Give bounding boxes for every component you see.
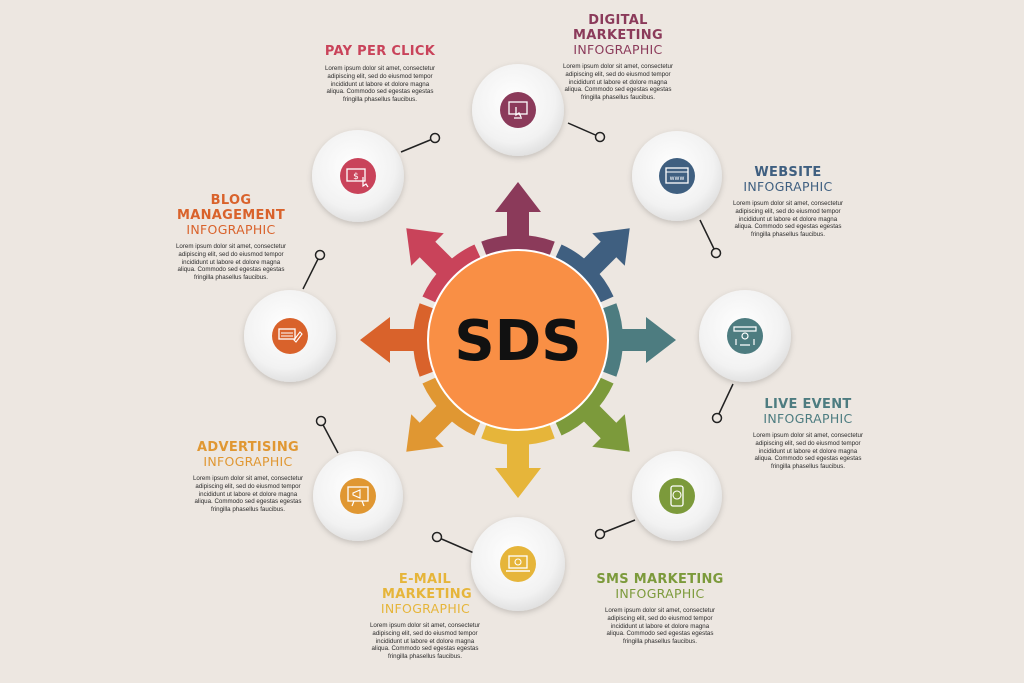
center-ring [412,235,623,445]
node-title: ADVERTISING [197,440,299,455]
connector-dot [711,412,723,424]
megaphone-board-icon [347,486,369,507]
label-email-marketing: E-MAIL MARKETING INFOGRAPHIC Lorem ipsum… [358,572,493,661]
node-blog-management [244,290,336,382]
arrow-advertising [406,402,456,452]
arrow-digital-marketing [495,182,541,240]
node-advertising [313,451,403,541]
arrow-email-marketing [495,440,541,498]
node-subtitle: INFOGRAPHIC [203,454,293,469]
center-circle [427,249,609,431]
connector-dot [429,132,441,144]
label-sms-marketing: SMS MARKETING INFOGRAPHIC Lorem ipsum do… [590,572,730,646]
node-icon-badge [500,546,536,582]
phone-message-icon [670,485,684,507]
ring-segment-advertising [422,377,481,436]
node-description: Lorem ipsum dolor sit amet, consectetur … [369,622,481,661]
email-laptop-icon [506,555,530,572]
label-advertising: ADVERTISING INFOGRAPHIC Lorem ipsum dolo… [178,440,318,514]
node-subtitle: INFOGRAPHIC [763,411,853,426]
blog-keyboard-icon [278,328,303,343]
arrow-sms-marketing [580,402,630,452]
node-description: Lorem ipsum dolor sit amet, consectetur … [752,432,864,471]
node-subtitle: INFOGRAPHIC [743,179,833,194]
node-sms-marketing [632,451,722,541]
node-pay-per-click: $ [312,130,404,222]
node-subtitle: INFOGRAPHIC [186,222,276,237]
connector-line [599,519,636,535]
connector-dot [594,528,606,540]
label-website: WEBSITE INFOGRAPHIC Lorem ipsum dolor si… [718,165,858,239]
node-icon-badge [659,478,695,514]
connector-line [320,420,339,454]
stage-event-icon [733,326,757,346]
node-title: DIGITAL MARKETING [573,13,663,43]
node-description: Lorem ipsum dolor sit amet, consectetur … [192,475,304,514]
node-description: Lorem ipsum dolor sit amet, consectetur … [604,607,716,646]
node-title: WEBSITE [754,165,822,180]
connector-line [716,383,734,419]
connector-line [302,254,321,290]
connector-dot [431,531,443,543]
node-title: LIVE EVENT [764,397,852,412]
www-browser-icon: www [665,167,689,184]
connector-dot [314,249,326,261]
node-website: www [632,131,722,221]
node-email-marketing [471,517,565,611]
connector-line [567,122,601,138]
ring-segment-live-event [602,303,623,377]
node-subtitle: INFOGRAPHIC [615,586,705,601]
label-pay-per-click: PAY PER CLICK Lorem ipsum dolor sit amet… [305,44,455,104]
node-subtitle: INFOGRAPHIC [380,601,471,616]
ring-segment-website [555,244,614,303]
node-subtitle: INFOGRAPHIC [573,42,663,57]
connector-line [436,536,475,554]
dollar-click-icon: $ [346,168,369,188]
node-discs: www $ [244,64,791,611]
ring-segment-digital-marketing [481,235,555,256]
label-live-event: LIVE EVENT INFOGRAPHIC Lorem ipsum dolor… [738,397,878,471]
node-description: Lorem ipsum dolor sit amet, consectetur … [732,200,844,239]
direction-arrows [360,182,676,498]
monitor-touch-icon [508,101,528,119]
connector-dot [315,415,327,427]
label-digital-marketing: DIGITAL MARKETING INFOGRAPHIC Lorem ipsu… [543,13,693,102]
ring-segment-pay-per-click [422,244,481,303]
node-description: Lorem ipsum dolor sit amet, consectetur … [175,243,287,282]
node-title: SMS MARKETING [596,572,724,587]
label-blog-management: BLOG MANAGEMENT INFOGRAPHIC Lorem ipsum … [168,193,294,282]
node-icon-badge [340,478,376,514]
connector-line [699,219,717,254]
ring-segment-blog-management [412,303,434,377]
center-label: SDS [454,309,581,374]
arrow-live-event [618,317,676,363]
node-description: Lorem ipsum dolor sit amet, consectetur … [562,63,674,102]
node-live-event [699,290,791,382]
arrow-blog-management [360,317,418,363]
connector-dot [594,131,606,143]
node-icon-badge [659,158,695,194]
node-title: BLOG MANAGEMENT [176,193,286,223]
connector-dot [710,247,722,259]
connector-lines [302,122,734,554]
ring-segment-email-marketing [481,424,555,445]
arrow-website [580,228,630,278]
arrow-pay-per-click [406,228,456,278]
ring-segment-sms-marketing [555,377,614,436]
node-digital-marketing [472,64,564,156]
node-description: Lorem ipsum dolor sit amet, consectetur … [324,65,436,104]
node-title: E-MAIL MARKETING [382,572,472,602]
svg-text:www: www [670,175,685,182]
node-icon-badge [727,318,763,354]
node-title: PAY PER CLICK [324,44,436,59]
connector-line [400,137,436,153]
svg-text:$: $ [353,172,359,182]
node-icon-badge [500,92,536,128]
